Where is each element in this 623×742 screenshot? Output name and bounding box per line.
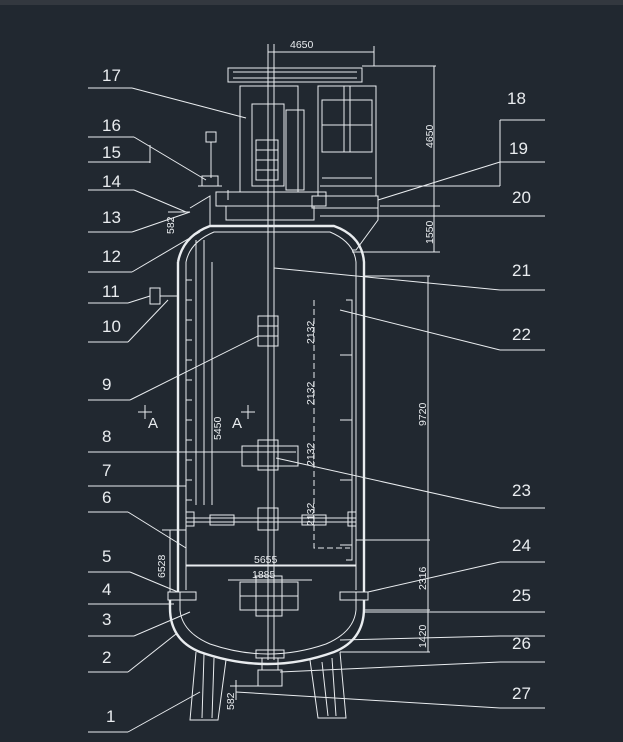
- part-label-15: 15: [102, 143, 121, 162]
- dim-inner-diameter: 5655: [254, 554, 278, 566]
- part-label-17: 17: [102, 66, 121, 85]
- dim-total-height: 9720: [417, 402, 429, 426]
- section-mark-left: A: [138, 405, 158, 432]
- dimension-lines: [162, 46, 440, 700]
- section-mark-a-left: A: [148, 415, 158, 432]
- drive-assembly: [215, 67, 379, 251]
- dim-baffle-1: 2132: [305, 320, 317, 344]
- part-label-2: 2: [102, 648, 111, 667]
- part-label-8: 8: [102, 427, 111, 446]
- part-label-5: 5: [102, 547, 111, 566]
- part-label-20: 20: [512, 188, 531, 207]
- part-label-18: 18: [507, 89, 526, 108]
- part-label-13: 13: [102, 208, 121, 227]
- dim-lower-right: 2316: [417, 566, 429, 590]
- part-label-24: 24: [512, 536, 531, 555]
- leader-lines: [88, 87, 545, 733]
- dim-upper-height: 1550: [424, 220, 436, 244]
- dim-inner-height: 5450: [212, 416, 224, 440]
- dim-nozzle: 582: [165, 216, 177, 234]
- dim-baffle-4: 2132: [305, 502, 317, 526]
- dim-impeller-diameter: 1885: [252, 569, 276, 581]
- part-label-19: 19: [509, 139, 528, 158]
- part-label-9: 9: [102, 375, 111, 394]
- part-label-27: 27: [512, 684, 531, 703]
- part-label-21: 21: [512, 261, 531, 280]
- dimension-texts: 4650 4650 1550 9720 5450 582 6528 5655 1…: [156, 39, 436, 710]
- part-label-7: 7: [102, 461, 111, 480]
- agitator: [239, 44, 299, 687]
- part-labels: 17 16 15 14 13 12 11 10 9 8 7 6 5 4 3 2 …: [102, 66, 531, 726]
- dim-top-width: 4650: [290, 39, 314, 51]
- part-label-3: 3: [102, 610, 111, 629]
- dim-right-top-height: 4650: [424, 124, 436, 148]
- part-label-23: 23: [512, 481, 531, 500]
- part-label-12: 12: [102, 247, 121, 266]
- section-mark-a-right: A: [232, 415, 242, 432]
- part-label-16: 16: [102, 116, 121, 135]
- part-label-4: 4: [102, 580, 111, 599]
- dim-baffle-2: 2132: [305, 381, 317, 405]
- section-mark-right: A: [232, 405, 255, 432]
- dim-left-lower: 6528: [156, 554, 168, 578]
- part-label-10: 10: [102, 317, 121, 336]
- part-label-11: 11: [102, 282, 120, 301]
- vessel-body: [167, 224, 369, 666]
- dim-bottom-left: 582: [225, 692, 237, 710]
- part-label-25: 25: [512, 586, 531, 605]
- part-label-14: 14: [102, 172, 121, 191]
- dim-baffle-3: 2132: [305, 442, 317, 466]
- part-label-6: 6: [102, 488, 111, 507]
- part-label-22: 22: [512, 325, 531, 344]
- dim-bottom-right: 1420: [417, 624, 429, 648]
- support-legs: [189, 651, 347, 721]
- part-label-26: 26: [512, 634, 531, 653]
- part-label-1: 1: [106, 707, 115, 726]
- window-top-bar: [0, 0, 623, 5]
